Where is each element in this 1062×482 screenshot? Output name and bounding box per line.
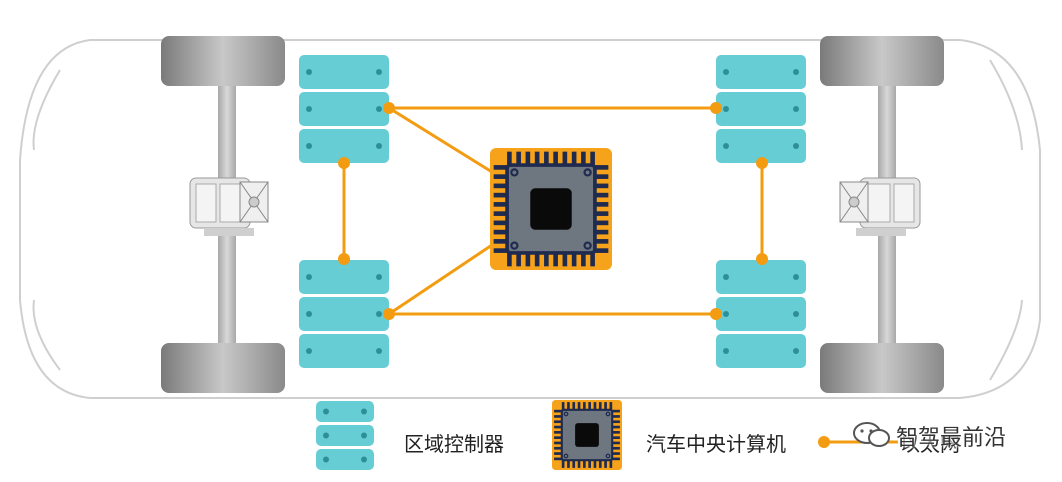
watermark-text: 智驾最前沿: [896, 426, 1007, 451]
legend-zone-controller-label: 区域控制器: [404, 432, 504, 456]
legend-zone-stack: [316, 401, 374, 470]
zone-module: [316, 425, 374, 446]
wheel-rear-left: [161, 343, 285, 393]
car-outline: [19, 39, 1041, 399]
legend-zone-controller-icon: [316, 401, 374, 470]
legend-central-computer-chip-icon: [552, 400, 622, 470]
wechat-icon: [853, 422, 890, 447]
wheel-rear-right: [820, 343, 944, 393]
zone-module: [716, 92, 806, 126]
link-junctions: [338, 102, 768, 320]
zone-module: [716, 260, 806, 294]
zone-module: [316, 401, 374, 422]
zone-controller-front-left: [299, 55, 389, 163]
zone-controllers: [299, 55, 806, 368]
zone-module: [716, 129, 806, 163]
zone-controller-rear-right: [716, 260, 806, 368]
wheel-front-left: [161, 36, 285, 86]
zone-controller-front-right: [716, 55, 806, 163]
ethernet-links: [342, 106, 764, 316]
zone-module: [299, 129, 389, 163]
zone-module: [716, 334, 806, 368]
zone-module: [299, 297, 389, 331]
zone-module: [299, 334, 389, 368]
wheels: [161, 36, 944, 393]
zone-module: [316, 449, 374, 470]
zone-module: [716, 55, 806, 89]
motor-right-icon: [839, 177, 921, 236]
legend-central-computer-label: 汽车中央计算机: [646, 432, 786, 456]
motor-left-icon: [189, 177, 269, 236]
zone-module: [716, 297, 806, 331]
zone-module: [299, 55, 389, 89]
zone-module: [299, 92, 389, 126]
legend-ethernet-label: 以太网: [900, 432, 960, 456]
central-computer-chip-icon: [490, 148, 612, 270]
link-cpu-top: [388, 106, 493, 174]
link-cpu-bottom: [388, 243, 493, 316]
wheel-front-right: [820, 36, 944, 86]
zone-controller-rear-left: [299, 260, 389, 368]
zone-module: [299, 260, 389, 294]
